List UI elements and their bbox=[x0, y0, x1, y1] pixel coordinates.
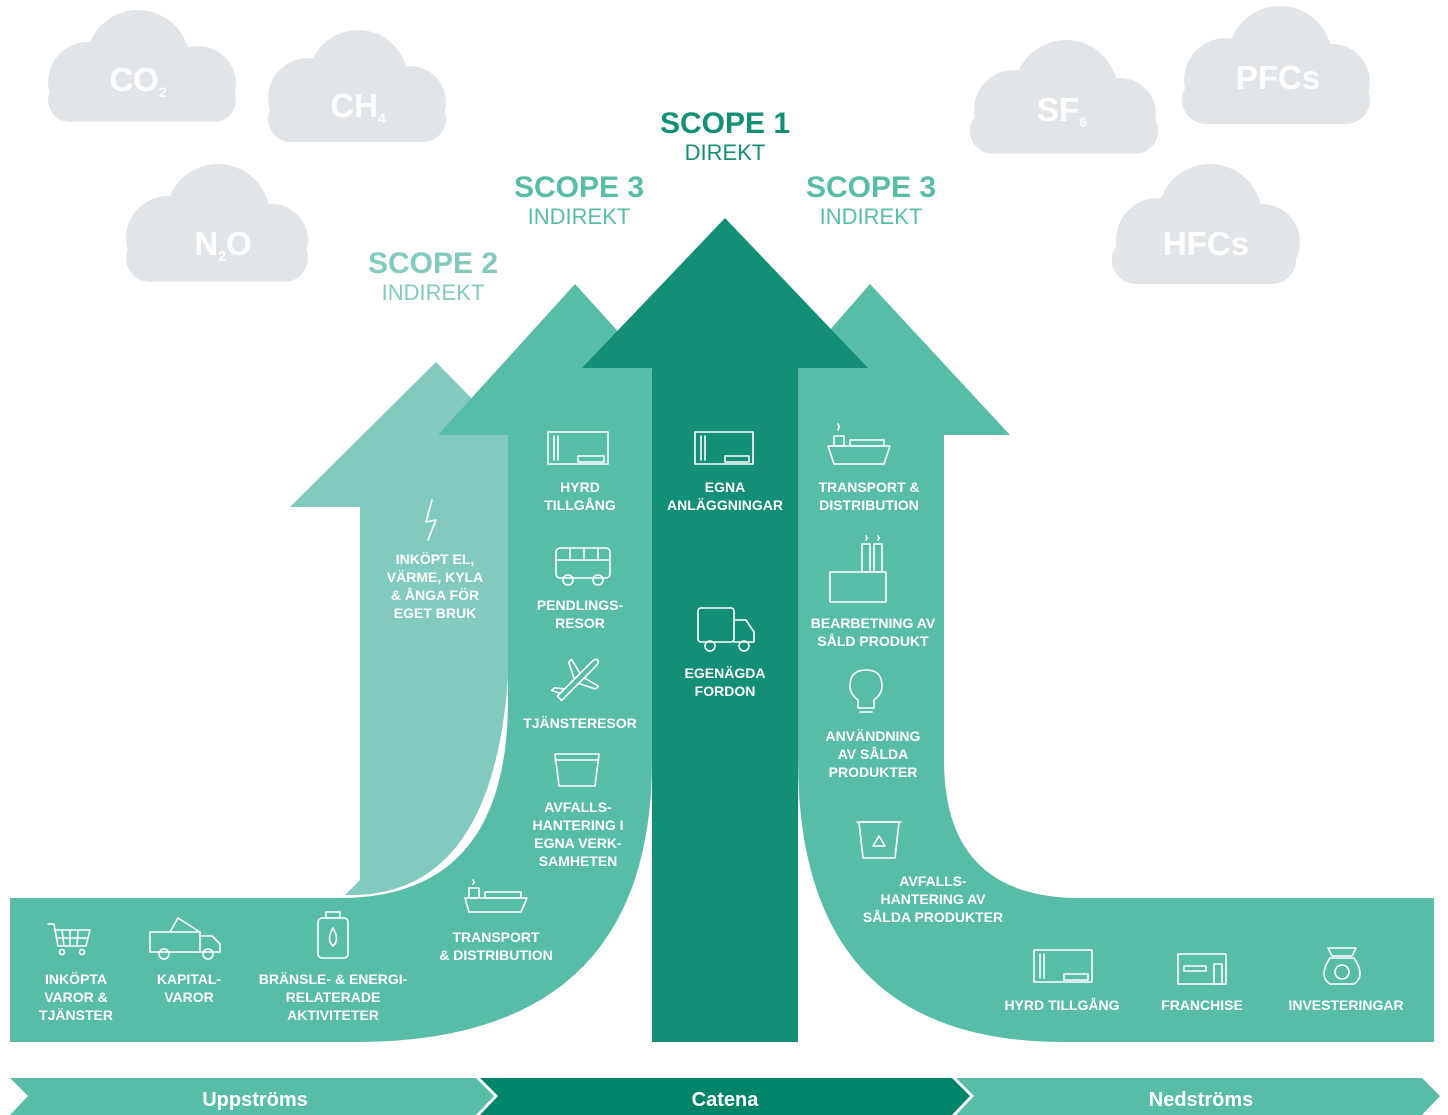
label-transport-downstream: TRANSPORT & DISTRIBUTION bbox=[818, 479, 920, 513]
scope2-title: SCOPE 2 bbox=[367, 247, 499, 280]
building-icon bbox=[694, 431, 754, 465]
scope1-title: SCOPE 1 bbox=[659, 107, 791, 140]
label-bearbetning: BEARBETNING AV SÅLD PRODUKT bbox=[810, 615, 936, 649]
scope3-left-arrow bbox=[10, 284, 712, 1042]
ship-icon bbox=[827, 423, 891, 465]
gas-ch4-base: CH bbox=[330, 87, 378, 124]
factory-icon bbox=[829, 535, 887, 603]
label-franchise: FRANCHISE bbox=[1161, 997, 1243, 1013]
gas-pfcs: PFCs bbox=[1218, 60, 1338, 96]
gas-n2o-base: N bbox=[194, 225, 219, 262]
gas-ch4: CH4 bbox=[308, 88, 408, 136]
gas-co2-base: CO bbox=[109, 61, 159, 98]
recycle-bin-icon bbox=[856, 821, 902, 859]
label-pendlingsresor: PENDLINGS- RESOR bbox=[536, 597, 624, 631]
gas-sf6: SF6 bbox=[1012, 92, 1112, 140]
gas-sf6-base: SF bbox=[1037, 91, 1080, 128]
delivery-truck-icon bbox=[697, 607, 755, 652]
gas-sf6-sub: 6 bbox=[1079, 114, 1087, 130]
gas-ch4-sub: 4 bbox=[377, 110, 386, 126]
scope3-left-heading: SCOPE 3 INDIREKT bbox=[484, 172, 674, 230]
fuel-can-icon bbox=[317, 911, 349, 959]
scope1-arrow bbox=[582, 218, 868, 1042]
flow-company-band bbox=[480, 1078, 970, 1115]
scope3-left-subtitle: INDIREKT bbox=[527, 204, 631, 229]
gas-n2o-sub: 2 bbox=[218, 248, 226, 264]
flow-upstream-band bbox=[10, 1078, 494, 1115]
label-hyrd-tillgang-downstream: HYRD TILLGÅNG bbox=[1004, 997, 1120, 1013]
label-kapitalvaror: KAPITAL- VAROR bbox=[156, 971, 222, 1005]
label-tjansteresor: TJÄNSTERESOR bbox=[523, 715, 637, 731]
scope3-right-arrow bbox=[738, 284, 1434, 1042]
cloud-sf6 bbox=[970, 40, 1158, 154]
scope3-left-title: SCOPE 3 bbox=[513, 171, 645, 204]
gas-n2o-tail: O bbox=[225, 225, 252, 262]
building-icon bbox=[1033, 949, 1093, 983]
flow-downstream-band bbox=[956, 1078, 1440, 1115]
scope1-subtitle: DIREKT bbox=[684, 140, 766, 165]
scope2-arrow bbox=[290, 362, 578, 896]
label-avfall-egna: AVFALLS- HANTERING I EGNA VERK- SAMHETEN bbox=[532, 799, 624, 869]
lightning-icon bbox=[425, 499, 437, 541]
cloud-n2o bbox=[126, 164, 308, 282]
clouds bbox=[48, 6, 1370, 284]
bus-icon bbox=[555, 547, 611, 586]
label-inkopt-el: INKÖPT EL, VÄRME, KYLA & ÅNGA FÖR EGET B… bbox=[386, 551, 484, 621]
scope2-heading: SCOPE 2 INDIREKT bbox=[338, 248, 528, 306]
label-hyrd-tillgang-upstream: HYRD TILLGÅNG bbox=[544, 479, 616, 513]
gas-co2: CO2 bbox=[88, 62, 188, 110]
label-anvandning: ANVÄNDNING AV SÅLDA PRODUKTER bbox=[825, 728, 921, 780]
label-egna-anlaggningar: EGNA ANLÄGGNINGAR bbox=[667, 479, 783, 513]
label-investeringar: INVESTERINGAR bbox=[1288, 997, 1404, 1013]
gas-n2o: N2O bbox=[168, 226, 278, 274]
scope2-subtitle: INDIREKT bbox=[381, 280, 485, 305]
gas-hfcs: HFCs bbox=[1146, 226, 1266, 262]
cloud-co2 bbox=[48, 10, 236, 122]
lightbulb-icon bbox=[849, 669, 883, 713]
scope3-right-heading: SCOPE 3 INDIREKT bbox=[776, 172, 966, 230]
cloud-hfcs bbox=[1112, 164, 1300, 284]
money-bag-icon bbox=[1323, 947, 1361, 985]
label-inkopta-varor: INKÖPTA VAROR & TJÄNSTER bbox=[39, 971, 113, 1023]
cloud-ch4 bbox=[268, 30, 446, 142]
label-transport-upstream: TRANSPORT & DISTRIBUTION bbox=[439, 929, 553, 963]
scope3-right-title: SCOPE 3 bbox=[805, 171, 937, 204]
gas-co2-sub: 2 bbox=[158, 84, 167, 100]
building-icon bbox=[547, 431, 609, 465]
shopping-cart-icon bbox=[47, 923, 91, 956]
truck-icon bbox=[149, 917, 221, 960]
scope3-right-subtitle: INDIREKT bbox=[819, 204, 923, 229]
label-avfall-salda: AVFALLS- HANTERING AV SÅLDA PRODUKTER bbox=[862, 873, 1004, 925]
flow-upstream-label: Uppströms bbox=[202, 1089, 308, 1111]
ship-icon bbox=[464, 879, 528, 913]
gas-hfcs-base: HFCs bbox=[1162, 225, 1250, 262]
airplane-icon bbox=[550, 658, 600, 702]
flow-downstream-label: Nedströms bbox=[1148, 1089, 1254, 1111]
gas-pfcs-base: PFCs bbox=[1235, 59, 1321, 96]
waste-bin-icon bbox=[554, 753, 600, 787]
cloud-pfcs bbox=[1182, 6, 1370, 124]
label-egenagda-fordon: EGENÄGDA FORDON bbox=[684, 665, 766, 699]
storefront-icon bbox=[1177, 953, 1227, 985]
label-bransle: BRÄNSLE- & ENERGI- RELATERADE AKTIVITETE… bbox=[258, 971, 408, 1023]
scope1-heading: SCOPE 1 DIREKT bbox=[630, 108, 820, 166]
flow-company-label: Catena bbox=[691, 1089, 759, 1111]
